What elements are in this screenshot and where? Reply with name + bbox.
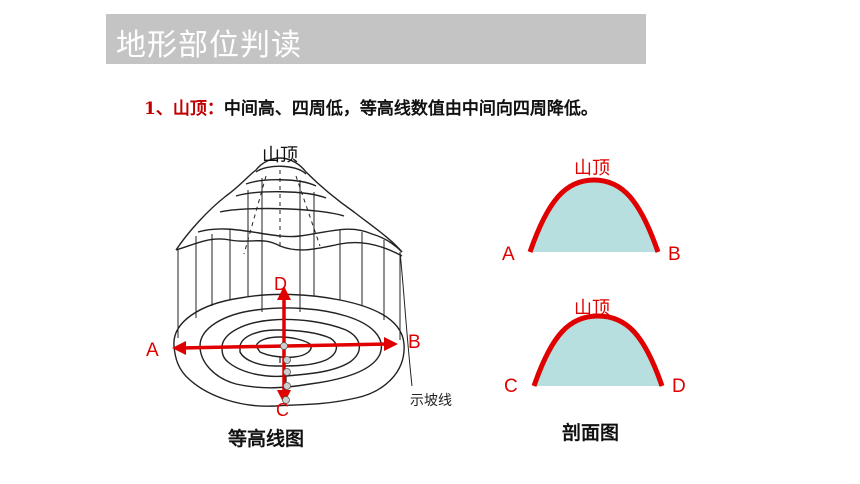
slope-note: 示坡线 (410, 393, 452, 409)
contour-3 (221, 318, 360, 378)
profile-cd-peak-label: 山顶 (574, 298, 610, 319)
profile-caption: 剖面图 (562, 422, 620, 444)
letter-b: B (408, 332, 421, 353)
contour-4 (239, 329, 337, 367)
profile-ab-right: B (668, 244, 681, 265)
projection-lines (177, 178, 401, 340)
letter-d: D (274, 274, 287, 294)
slope-note-pointer (399, 251, 413, 387)
contour-outer (173, 293, 405, 407)
key-point: 1、山顶：中间高、四周低，等高线数值由中间向四周降低。 (144, 94, 598, 119)
contour-map-caption: 等高线图 (228, 428, 305, 450)
key-point-text: 中间高、四周低，等高线数值由中间向四周降低。 (223, 99, 598, 119)
profile-ab-left: A (502, 244, 515, 265)
profile-ab-peak-label: 山顶 (574, 158, 610, 179)
slide-title: 地形部位判读 (116, 28, 302, 63)
profile-cd-left: C (504, 376, 518, 397)
profile-cd-right: D (672, 376, 686, 397)
letter-c: C (276, 400, 289, 420)
key-point-label: 1、山顶： (144, 99, 224, 119)
peak-label: 山顶 (262, 145, 298, 166)
mountain-outline (175, 157, 403, 253)
letter-a: A (146, 340, 159, 361)
contour-2 (199, 307, 382, 389)
title-bar: 地形部位判读 (106, 14, 646, 64)
